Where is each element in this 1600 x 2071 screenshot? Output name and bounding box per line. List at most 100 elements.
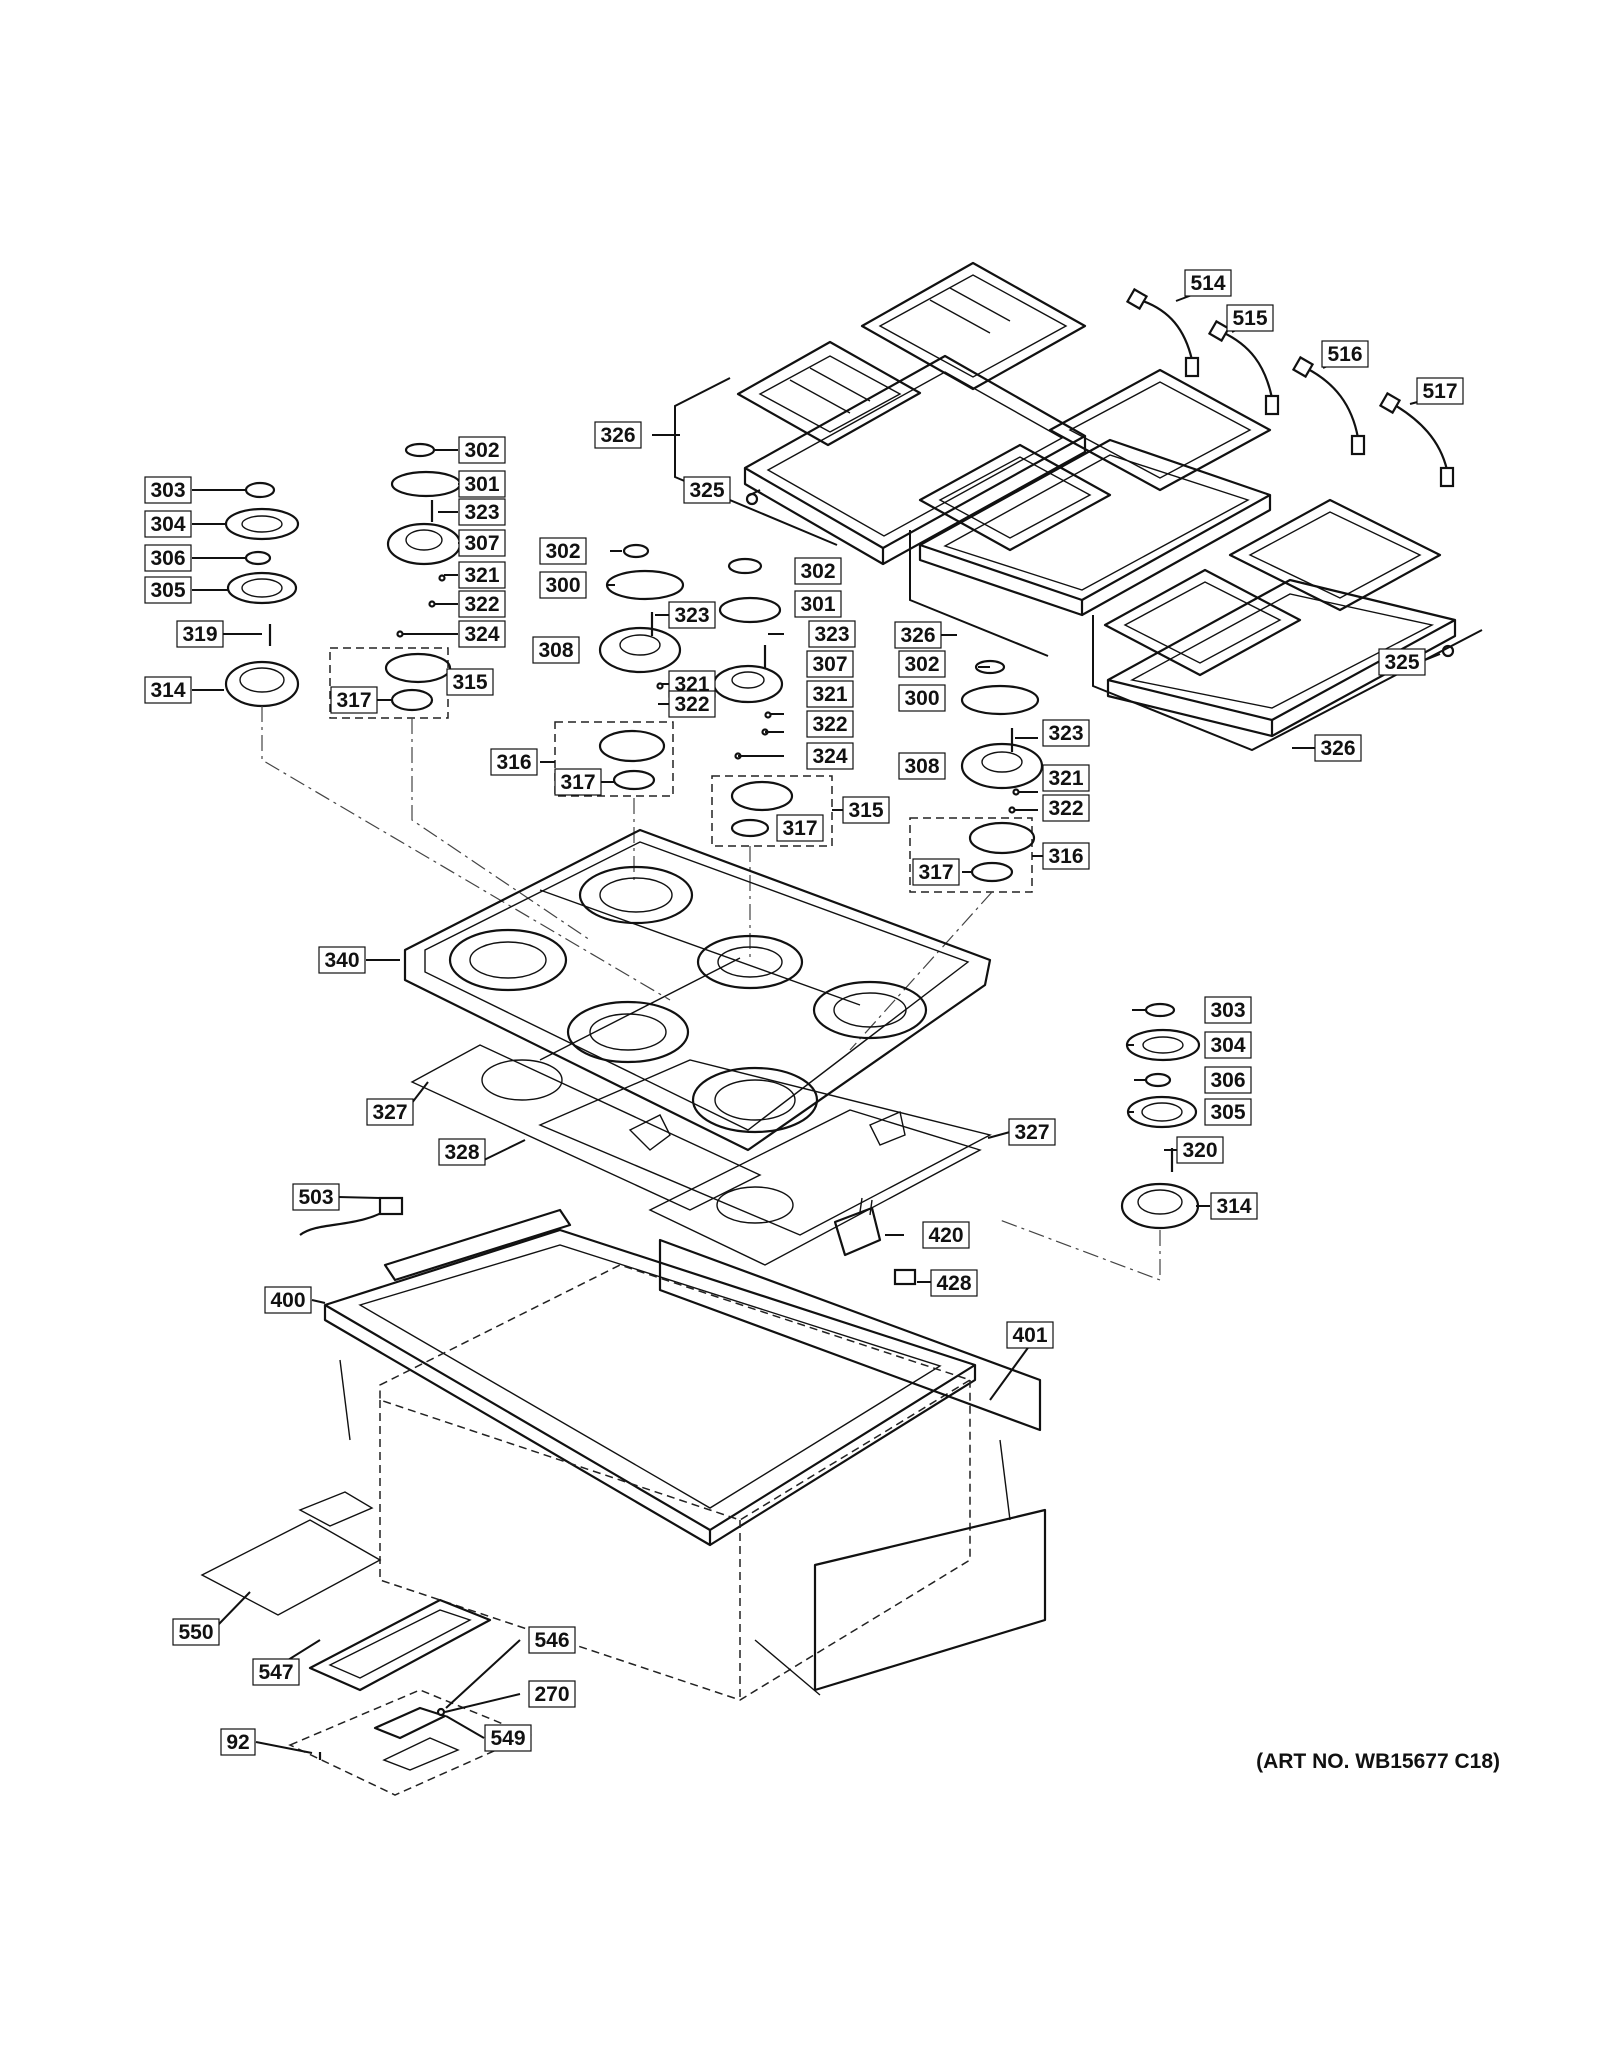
callout-324: 324 [806, 742, 854, 770]
callout-317: 317 [330, 686, 378, 714]
callout-label: 92 [226, 1731, 249, 1754]
callout-326: 326 [1314, 734, 1362, 762]
callout-label: 326 [600, 424, 635, 447]
callout-514: 514 [1184, 269, 1232, 297]
callout-label: 323 [674, 604, 709, 627]
callout-box [1314, 734, 1362, 762]
electronic-control-assembly [200, 1491, 532, 1796]
callout-box [668, 601, 716, 629]
burner-stack-left [224, 481, 671, 1001]
callout-box [794, 590, 842, 618]
callout-label: 503 [298, 1186, 333, 1209]
grate-bracket-lines [674, 377, 1483, 752]
callout-box [894, 621, 942, 649]
callout-label: 317 [918, 861, 953, 884]
grate-left-pair [736, 261, 1087, 566]
callout-322: 322 [1042, 794, 1090, 822]
callout-300: 300 [898, 684, 946, 712]
callout-box [144, 544, 192, 572]
callout-box [458, 498, 506, 526]
callout-label: 321 [812, 683, 847, 706]
callout-label: 321 [674, 673, 709, 696]
callout-box [539, 571, 587, 599]
hose-515 [1221, 331, 1274, 399]
callout-label: 304 [150, 513, 185, 536]
callout-316: 316 [490, 748, 538, 776]
callout-label: 319 [182, 623, 217, 646]
callout-box [176, 620, 224, 648]
callout-306: 306 [144, 544, 192, 572]
callout-label: 300 [904, 687, 939, 710]
callout-300: 300 [539, 571, 587, 599]
callout-321: 321 [458, 561, 506, 589]
callout-box [1042, 719, 1090, 747]
callout-box [458, 561, 506, 589]
callout-label: 326 [1320, 737, 1355, 760]
callout-box [594, 421, 642, 449]
callout-box [554, 768, 602, 796]
callout-517: 517 [1416, 377, 1464, 405]
callout-label: 517 [1422, 380, 1457, 403]
callout-302: 302 [458, 436, 506, 464]
callout-box [1042, 842, 1090, 870]
callout-428: 428 [930, 1269, 978, 1297]
callout-label: 428 [936, 1272, 971, 1295]
callout-420: 420 [922, 1221, 970, 1249]
callout-label: 516 [1327, 343, 1362, 366]
callout-label: 302 [545, 540, 580, 563]
callout-305: 305 [1204, 1098, 1252, 1126]
callout-323: 323 [668, 601, 716, 629]
callout-box [898, 684, 946, 712]
callout-label: 420 [928, 1224, 963, 1247]
callout-322: 322 [668, 690, 716, 718]
callout-label: 305 [150, 579, 185, 602]
callout-label: 317 [336, 689, 371, 712]
callout-label: 327 [372, 1101, 407, 1124]
callout-box [912, 858, 960, 886]
burner-box-tray [403, 828, 992, 1152]
callout-label: 514 [1190, 272, 1225, 295]
callout-315: 315 [842, 796, 890, 824]
callout-box [144, 510, 192, 538]
callout-box [898, 752, 946, 780]
callout-307: 307 [806, 650, 854, 678]
callout-label: 400 [270, 1289, 305, 1312]
callout-270: 270 [528, 1680, 576, 1708]
callout-321: 321 [1042, 764, 1090, 792]
callout-box [1176, 1136, 1224, 1164]
callout-box [1042, 794, 1090, 822]
callout-304: 304 [144, 510, 192, 538]
callout-550: 550 [172, 1618, 220, 1646]
callout-label: 547 [258, 1661, 293, 1684]
callout-label: 317 [782, 817, 817, 840]
hose-516 [1305, 367, 1360, 439]
callout-label: 328 [444, 1141, 479, 1164]
callout-label: 316 [1048, 845, 1083, 868]
callout-box [1210, 1192, 1258, 1220]
callout-323: 323 [808, 620, 856, 648]
callout-305: 305 [144, 576, 192, 604]
callout-box [668, 690, 716, 718]
callout-box [1184, 269, 1232, 297]
callout-box [264, 1286, 312, 1314]
callout-326: 326 [594, 421, 642, 449]
callout-label: 317 [560, 771, 595, 794]
callout-label: 306 [150, 547, 185, 570]
callout-box [1204, 996, 1252, 1024]
spark-module [833, 1197, 917, 1286]
callout-label: 325 [1384, 651, 1419, 674]
callout-box [1204, 1066, 1252, 1094]
callout-box [528, 1626, 576, 1654]
callout-515: 515 [1226, 304, 1274, 332]
art-number: (ART NO. WB15677 C18) [1256, 1750, 1500, 1773]
callout-549: 549 [484, 1724, 532, 1752]
callout-325: 325 [683, 476, 731, 504]
callout-box [438, 1138, 486, 1166]
callout-box [458, 470, 506, 498]
callout-503: 503 [292, 1183, 340, 1211]
callout-321: 321 [806, 680, 854, 708]
callout-box [806, 710, 854, 738]
callout-box [794, 557, 842, 585]
callout-label: 270 [534, 1683, 569, 1706]
callout-label: 306 [1210, 1069, 1245, 1092]
